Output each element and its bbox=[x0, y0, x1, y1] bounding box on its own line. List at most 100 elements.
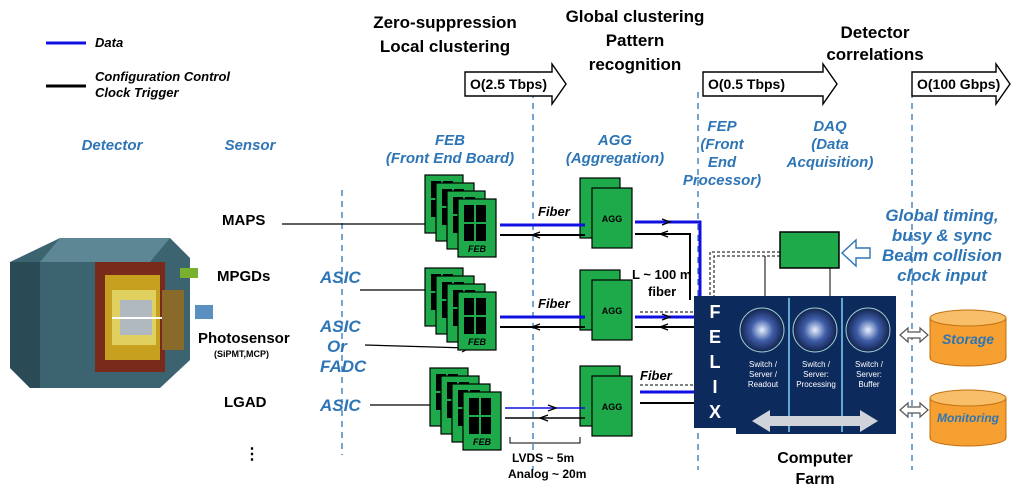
farm-line: Computer bbox=[777, 450, 853, 467]
header-detector: Detector bbox=[840, 23, 910, 42]
fiber-label-3: Fiber bbox=[640, 368, 672, 383]
analog-label: Analog ~ 20m bbox=[508, 467, 587, 481]
feb-board-label: FEB bbox=[468, 337, 487, 347]
column-detector: Detector bbox=[81, 137, 143, 154]
monitoring-cylinder bbox=[929, 389, 1007, 447]
fiber-label-1: Fiber bbox=[538, 204, 570, 219]
legend-data-label: Data bbox=[95, 35, 124, 50]
header-recognition: recognition bbox=[588, 55, 682, 74]
feb-board-label: FEB bbox=[473, 437, 492, 447]
server-label-line: Readout bbox=[747, 380, 779, 389]
asic-label-mpgd: ASIC bbox=[320, 268, 361, 287]
feb-stack: FEB bbox=[424, 267, 497, 351]
legend-control-label-1: Configuration Control bbox=[95, 69, 231, 84]
rate-daq-out: O(100 Gbps) bbox=[917, 76, 1001, 92]
column-sensor: Sensor bbox=[224, 137, 276, 154]
farm-line: Farm bbox=[795, 471, 835, 488]
header-correlations: correlations bbox=[826, 45, 924, 64]
legend-control-label-2: Clock Trigger bbox=[95, 85, 179, 100]
column-fep-4: Processor) bbox=[682, 172, 762, 189]
column-fep-3: End bbox=[707, 154, 737, 171]
feb-stack: FEB bbox=[429, 367, 502, 451]
storage-cylinder bbox=[929, 309, 1007, 367]
distance-label-1: L ~ 100 m bbox=[632, 267, 692, 282]
felix-letter: X bbox=[708, 402, 721, 422]
column-fep-2: (Front bbox=[700, 136, 744, 153]
io-arrows bbox=[899, 326, 929, 419]
server-readout-label: Switch / Server / Readout bbox=[737, 360, 789, 390]
stage-separators bbox=[341, 92, 913, 470]
server-label-line: Server: bbox=[803, 370, 829, 379]
server-label-line: Buffer bbox=[858, 380, 880, 389]
timing-line: clock input bbox=[897, 266, 987, 285]
felix-letter: E bbox=[708, 327, 721, 347]
column-daq-2: (Data bbox=[811, 136, 849, 153]
agg-board-label: AGG bbox=[602, 306, 623, 316]
asic-label-photo: ASIC bbox=[320, 317, 361, 336]
header-global-clustering: Global clustering bbox=[565, 7, 705, 26]
distance-label-2: fiber bbox=[648, 284, 677, 299]
timing-module bbox=[779, 231, 840, 269]
server-dividers bbox=[788, 298, 843, 432]
felix-box bbox=[694, 296, 736, 428]
sensor-more: ⋮ bbox=[244, 446, 260, 463]
asic-or-label: Or bbox=[327, 337, 347, 356]
server-label-line: Processing bbox=[796, 380, 836, 389]
lvds-bracket bbox=[509, 437, 581, 444]
timing-text: Global timing, busy & sync Beam collisio… bbox=[872, 206, 1012, 286]
header-zero-suppression: Zero-suppression bbox=[373, 13, 517, 32]
computer-farm-label: Computer Farm bbox=[760, 448, 870, 490]
server-label-line: Server: bbox=[856, 370, 882, 379]
rate-feb-agg: O(2.5 Tbps) bbox=[470, 76, 548, 92]
server-globes bbox=[739, 307, 891, 353]
server-label-line: Switch / bbox=[854, 360, 883, 369]
server-label-line: Switch / bbox=[801, 360, 830, 369]
column-agg-1: AGG bbox=[597, 132, 633, 149]
felix-letter: F bbox=[709, 302, 721, 322]
sensor-maps: MAPS bbox=[222, 212, 266, 229]
column-feb-2: (Front End Board) bbox=[385, 150, 515, 167]
timing-line: busy & sync bbox=[891, 226, 993, 245]
timing-line: Global timing, bbox=[885, 206, 999, 225]
felix-letter: I bbox=[712, 377, 718, 397]
server-label-line: Switch / bbox=[748, 360, 777, 369]
detector-illustration bbox=[10, 238, 213, 388]
feb-board-label: FEB bbox=[468, 244, 487, 254]
rate-arrows bbox=[464, 61, 1011, 107]
agg-stack: AGG bbox=[579, 269, 633, 341]
column-fep-1: FEP bbox=[707, 118, 737, 135]
agg-board-label: AGG bbox=[602, 214, 623, 224]
sensor-photosensor: Photosensor bbox=[198, 330, 290, 347]
agg-stack: AGG bbox=[579, 365, 633, 437]
agg-felix-links bbox=[635, 218, 702, 404]
farm-arrow bbox=[752, 410, 878, 432]
monitoring-label: Monitoring bbox=[937, 411, 999, 425]
felix-letter: L bbox=[709, 352, 721, 372]
agg-stacks: AGG AGG AGG bbox=[579, 177, 633, 437]
lvds-label: LVDS ~ 5m bbox=[512, 451, 575, 465]
feb-stacks: FEB FEB FEB bbox=[424, 174, 502, 451]
column-feb-1: FEB bbox=[435, 132, 465, 149]
feb-agg-links bbox=[500, 223, 585, 422]
storage-label: Storage bbox=[941, 331, 995, 347]
agg-stack: AGG bbox=[579, 177, 633, 249]
timing-connections bbox=[709, 238, 871, 296]
header-local-clustering: Local clustering bbox=[379, 37, 511, 56]
fadc-label: FADC bbox=[320, 357, 367, 376]
rate-fep-daq: O(0.5 Tbps) bbox=[708, 76, 786, 92]
sensor-mpgds: MPGDs bbox=[217, 268, 271, 285]
server-label-line: Server / bbox=[748, 370, 777, 379]
agg-board-label: AGG bbox=[602, 402, 623, 412]
feb-stack: FEB bbox=[424, 174, 497, 258]
fiber-label-2: Fiber bbox=[538, 296, 570, 311]
server-processing-label: Switch / Server: Processing bbox=[790, 360, 842, 390]
column-daq-3: Acquisition) bbox=[786, 154, 874, 171]
header-pattern: Pattern bbox=[605, 31, 665, 50]
column-daq-1: DAQ bbox=[813, 118, 847, 135]
timing-line: Beam collision bbox=[882, 246, 1002, 265]
felix-label: F E L I X bbox=[694, 300, 736, 425]
sensor-lgad: LGAD bbox=[224, 394, 267, 411]
server-buffer-label: Switch / Server: Buffer bbox=[843, 360, 895, 390]
